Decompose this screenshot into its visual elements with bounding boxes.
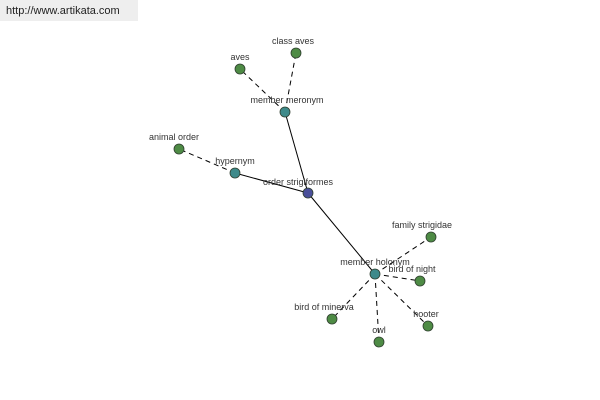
label-member-meronym[interactable]: member meronym xyxy=(250,95,323,105)
label-owl[interactable]: owl xyxy=(372,325,386,335)
node-member-meronym[interactable] xyxy=(279,106,291,118)
edge-member-holonym-to-owl xyxy=(374,273,380,343)
edge-member-holonym-to-family-strigidae xyxy=(374,236,432,275)
node-class-aves[interactable] xyxy=(290,47,302,59)
edges-layer xyxy=(178,52,432,343)
nodes-layer xyxy=(173,47,437,348)
label-bird-of-night[interactable]: bird of night xyxy=(388,264,436,274)
label-member-holonym[interactable]: member holonym xyxy=(340,257,410,267)
edge-order-strigiformes-to-member-holonym xyxy=(307,192,376,275)
node-order-strigiformes[interactable] xyxy=(302,187,314,199)
label-class-aves[interactable]: class aves xyxy=(272,36,315,46)
node-animal-order[interactable] xyxy=(173,143,185,155)
node-member-holonym[interactable] xyxy=(369,268,381,280)
edge-member-meronym-to-aves xyxy=(239,68,286,113)
label-animal-order[interactable]: animal order xyxy=(149,132,199,142)
node-aves[interactable] xyxy=(234,63,246,75)
edge-hypernym-to-animal-order xyxy=(178,148,236,174)
node-hooter[interactable] xyxy=(422,320,434,332)
edge-member-meronym-to-class-aves xyxy=(284,52,297,113)
edge-order-strigiformes-to-hypernym xyxy=(234,172,309,194)
edge-member-holonym-to-bird-of-minerva xyxy=(331,273,376,320)
edge-member-holonym-to-bird-of-night xyxy=(374,273,421,282)
node-owl[interactable] xyxy=(373,336,385,348)
label-hooter[interactable]: hooter xyxy=(413,309,439,319)
label-bird-of-minerva[interactable]: bird of minerva xyxy=(294,302,354,312)
label-family-strigidae[interactable]: family strigidae xyxy=(392,220,452,230)
edge-member-holonym-to-hooter xyxy=(374,273,429,327)
node-bird-of-minerva[interactable] xyxy=(326,313,338,325)
label-aves[interactable]: aves xyxy=(230,52,250,62)
labels-layer: order strigiformes member meronym hypernym… xyxy=(149,36,452,335)
edge-order-strigiformes-to-member-meronym xyxy=(284,111,309,194)
node-family-strigidae[interactable] xyxy=(425,231,437,243)
node-bird-of-night[interactable] xyxy=(414,275,426,287)
node-hypernym[interactable] xyxy=(229,167,241,179)
label-hypernym[interactable]: hypernym xyxy=(215,156,255,166)
label-order-strigiformes[interactable]: order strigiformes xyxy=(263,177,334,187)
site-url-banner[interactable]: http://www.artikata.com xyxy=(0,0,138,21)
